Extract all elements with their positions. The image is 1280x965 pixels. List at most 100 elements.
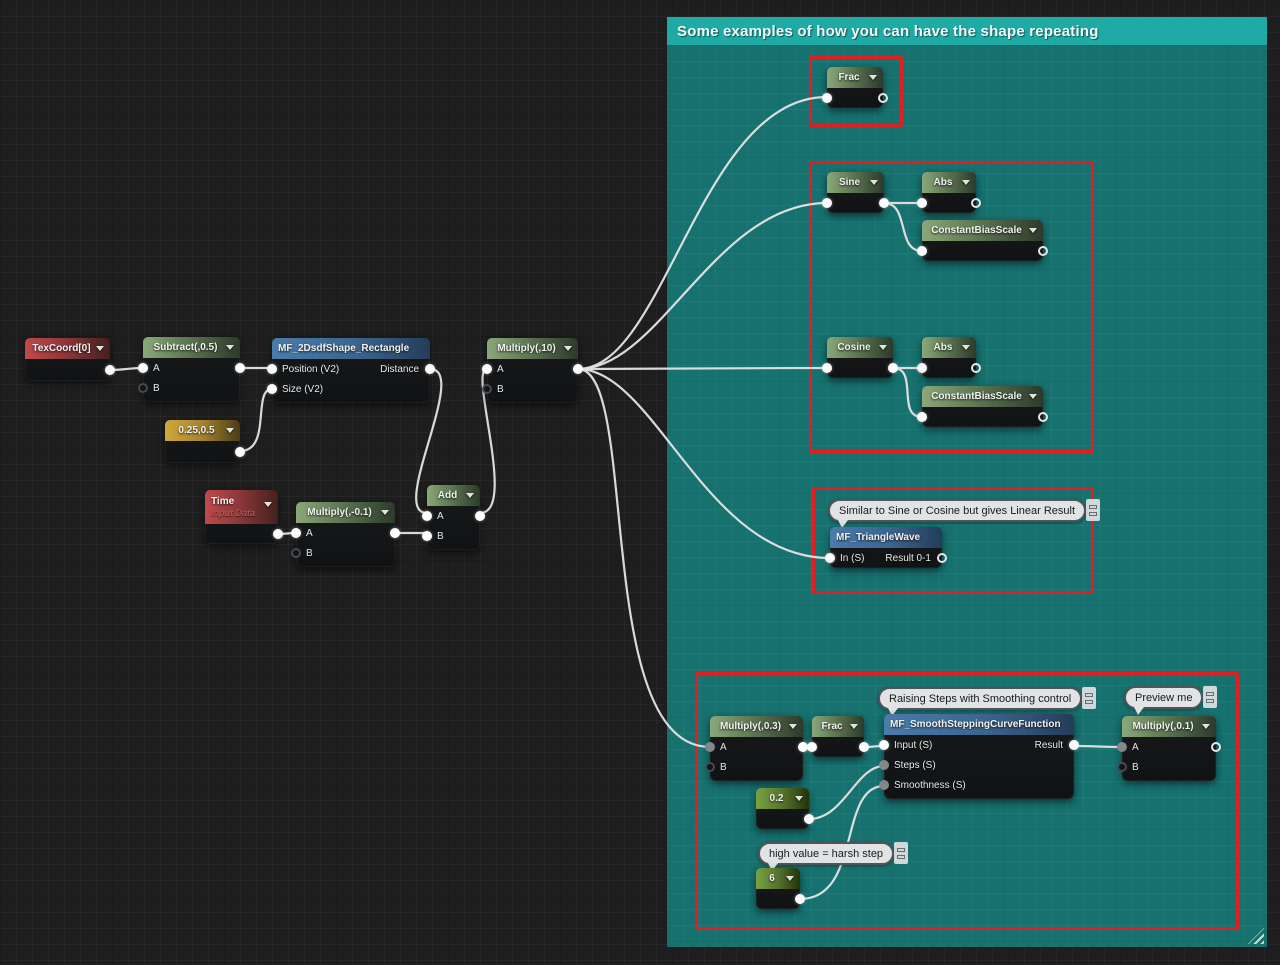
node-multiply-03[interactable]: Multiply(,0.3) A B: [705, 716, 808, 781]
input-pin-b[interactable]: [291, 548, 301, 558]
input-pin-position[interactable]: [267, 364, 277, 374]
output-pin[interactable]: [888, 363, 898, 373]
chevron-down-icon[interactable]: [226, 345, 234, 350]
node-multiply-10[interactable]: Multiply(,10) A B: [482, 338, 583, 403]
chevron-down-icon[interactable]: [870, 180, 878, 185]
output-pin[interactable]: [971, 198, 981, 208]
output-pin[interactable]: [235, 447, 245, 457]
bubble-controls-icon[interactable]: [1086, 499, 1101, 521]
input-pin-smoothness-s[interactable]: [879, 780, 889, 790]
node-header[interactable]: MF_2DsdfShape_Rectangle: [272, 338, 430, 359]
node-header[interactable]: Sine: [827, 172, 884, 193]
output-pin[interactable]: [1211, 742, 1221, 752]
output-pin[interactable]: [804, 814, 814, 824]
node-header[interactable]: ConstantBiasScale: [922, 220, 1043, 241]
chevron-down-icon[interactable]: [96, 346, 104, 351]
input-pin[interactable]: [917, 246, 927, 256]
input-pin-a[interactable]: [291, 528, 301, 538]
chevron-down-icon[interactable]: [226, 428, 234, 433]
chevron-down-icon[interactable]: [786, 876, 794, 881]
input-pin-b[interactable]: [422, 531, 432, 541]
chevron-down-icon[interactable]: [264, 502, 272, 507]
input-pin-b[interactable]: [138, 383, 148, 393]
output-pin[interactable]: [798, 742, 808, 752]
input-pin[interactable]: [807, 742, 817, 752]
node-header[interactable]: 0.2: [756, 788, 809, 809]
node-texcoord[interactable]: TexCoord[0]: [25, 338, 115, 381]
output-pin[interactable]: [971, 363, 981, 373]
node-abs-cosine[interactable]: Abs: [917, 337, 981, 378]
input-pin-b[interactable]: [1117, 762, 1127, 772]
node-abs-sine[interactable]: Abs: [917, 172, 981, 213]
node-multiply-01[interactable]: Multiply(,0.1) A B: [1117, 716, 1221, 781]
chevron-down-icon[interactable]: [466, 493, 474, 498]
node-multiply-neg[interactable]: Multiply(,-0.1) A B: [291, 502, 400, 567]
input-pin[interactable]: [917, 412, 927, 422]
chevron-down-icon[interactable]: [879, 345, 887, 350]
input-pin-size[interactable]: [267, 384, 277, 394]
chevron-down-icon[interactable]: [869, 75, 877, 80]
comment-bubble-harsh-step[interactable]: high value = harsh step: [758, 842, 909, 871]
node-sine[interactable]: Sine: [822, 172, 889, 213]
input-pin-a[interactable]: [1117, 742, 1127, 752]
node-header[interactable]: Subtract(,0.5): [143, 337, 240, 358]
input-pin-input-s[interactable]: [879, 740, 889, 750]
output-pin-result[interactable]: [937, 553, 947, 563]
node-header[interactable]: MF_TriangleWave: [830, 527, 942, 548]
node-header[interactable]: Frac: [812, 716, 864, 737]
output-pin[interactable]: [573, 364, 583, 374]
chevron-down-icon[interactable]: [1029, 394, 1037, 399]
output-pin[interactable]: [235, 363, 245, 373]
input-pin-b[interactable]: [482, 384, 492, 394]
output-pin-distance[interactable]: [425, 364, 435, 374]
input-pin-a[interactable]: [138, 363, 148, 373]
node-constantbiasscale-sine[interactable]: ConstantBiasScale: [917, 220, 1048, 261]
chevron-down-icon[interactable]: [962, 180, 970, 185]
node-header[interactable]: Multiply(,-0.1): [296, 502, 395, 523]
node-header[interactable]: Abs: [922, 172, 976, 193]
node-mf-2dsdfshape-rectangle[interactable]: MF_2DsdfShape_Rectangle Position (V2)Dis…: [267, 338, 435, 403]
input-pin-b[interactable]: [705, 762, 715, 772]
node-cosine[interactable]: Cosine: [822, 337, 898, 378]
node-frac-top[interactable]: Frac: [822, 67, 888, 108]
node-header[interactable]: MF_SmoothSteppingCurveFunction: [884, 714, 1074, 735]
input-pin-a[interactable]: [422, 511, 432, 521]
output-pin[interactable]: [879, 198, 889, 208]
comment-bubble-raising-steps[interactable]: Raising Steps with Smoothing control: [878, 687, 1097, 716]
node-constantbiasscale-cosine[interactable]: ConstantBiasScale: [917, 386, 1048, 427]
node-add[interactable]: Add A B: [422, 485, 485, 550]
input-pin[interactable]: [917, 363, 927, 373]
node-header[interactable]: Frac: [827, 67, 883, 88]
bubble-controls-icon[interactable]: [894, 842, 909, 864]
comment-bubble-preview-me[interactable]: Preview me: [1124, 686, 1218, 715]
chevron-down-icon[interactable]: [1202, 724, 1210, 729]
output-pin[interactable]: [390, 528, 400, 538]
comment-bubble-trianglewave[interactable]: Similar to Sine or Cosine but gives Line…: [828, 499, 1101, 528]
node-constant-6[interactable]: 6: [756, 868, 805, 909]
comment-box-title[interactable]: Some examples of how you can have the sh…: [667, 17, 1267, 45]
node-constant-02[interactable]: 0.2: [756, 788, 814, 829]
input-pin-in-s[interactable]: [825, 553, 835, 563]
node-header[interactable]: 0.25,0.5: [165, 420, 240, 441]
chevron-down-icon[interactable]: [795, 796, 803, 801]
chevron-down-icon[interactable]: [564, 346, 572, 351]
node-header[interactable]: 6: [756, 868, 800, 889]
node-header[interactable]: Multiply(,10): [487, 338, 578, 359]
input-pin[interactable]: [822, 93, 832, 103]
chevron-down-icon[interactable]: [789, 724, 797, 729]
node-header[interactable]: ConstantBiasScale: [922, 386, 1043, 407]
input-pin[interactable]: [822, 363, 832, 373]
node-mf-smoothsteppingcurvefunction[interactable]: MF_SmoothSteppingCurveFunction Input (S)…: [879, 714, 1079, 799]
node-header[interactable]: Multiply(,0.1): [1122, 716, 1216, 737]
output-pin[interactable]: [273, 529, 283, 539]
node-header[interactable]: Time Input Data: [205, 490, 278, 524]
bubble-controls-icon[interactable]: [1082, 687, 1097, 709]
chevron-down-icon[interactable]: [850, 724, 858, 729]
input-pin[interactable]: [917, 198, 927, 208]
input-pin-steps-s[interactable]: [879, 760, 889, 770]
node-subtract[interactable]: Subtract(,0.5) A B: [138, 337, 245, 402]
input-pin-a[interactable]: [482, 364, 492, 374]
node-header[interactable]: Abs: [922, 337, 976, 358]
output-pin[interactable]: [1038, 412, 1048, 422]
